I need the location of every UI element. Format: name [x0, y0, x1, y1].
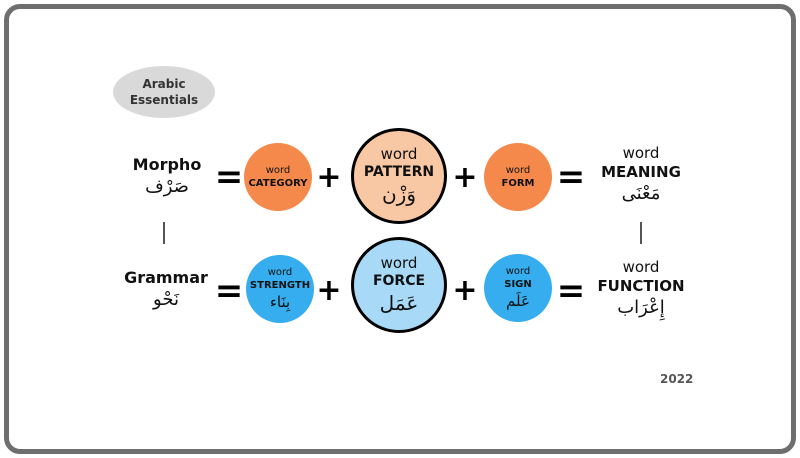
result-arabic: مَعْنَى — [621, 183, 661, 204]
circle-word: word — [267, 266, 293, 278]
title-badge: Arabic Essentials — [113, 66, 215, 118]
circle-force: word FORCE عَمَل — [351, 237, 447, 333]
result-arabic: إِعْرَاب — [617, 297, 665, 318]
circle-key: SIGN — [504, 278, 532, 290]
row-label-text: Morpho — [132, 155, 202, 174]
circle-key: FORM — [501, 177, 535, 189]
year-label: 2022 — [660, 372, 694, 386]
circle-arabic: عَلَم — [506, 291, 530, 310]
circle-key: FORCE — [372, 273, 426, 289]
circle-word: word — [380, 145, 418, 163]
circle-strength: word STRENGTH بِنَاء — [246, 255, 314, 323]
circle-sign: word SIGN عَلَم — [484, 254, 552, 322]
result-function: word FUNCTION إِعْرَاب — [586, 258, 696, 320]
card-frame — [4, 4, 796, 454]
plus-sign: + — [452, 160, 478, 195]
result-word: word — [622, 258, 660, 276]
circle-key: PATTERN — [363, 164, 435, 180]
plus-sign: + — [316, 160, 342, 195]
row-label-arabic: صَرْف — [145, 176, 189, 197]
result-meaning: word MEANING مَعْنَى — [586, 144, 696, 206]
divider-right — [640, 222, 642, 244]
circle-arabic: بِنَاء — [269, 292, 291, 311]
row-label-arabic: نَحْو — [153, 289, 179, 310]
result-word: word — [622, 144, 660, 162]
row-label-text: Grammar — [124, 268, 208, 287]
badge-line-2: Essentials — [129, 93, 199, 107]
equals-sign: = — [214, 157, 244, 197]
equals-sign: = — [556, 157, 586, 197]
divider-left — [163, 222, 165, 244]
circle-word: word — [380, 254, 418, 272]
circle-category: word CATEGORY — [244, 143, 312, 211]
circle-arabic: وَزْن — [381, 182, 416, 206]
badge-line-1: Arabic — [142, 77, 186, 91]
circle-arabic: عَمَل — [379, 291, 419, 315]
result-key: MEANING — [601, 163, 681, 181]
circle-word: word — [505, 265, 531, 277]
circle-pattern: word PATTERN وَزْن — [351, 128, 447, 224]
equals-sign: = — [214, 271, 244, 311]
result-key: FUNCTION — [597, 277, 685, 295]
circle-form: word FORM — [484, 143, 552, 211]
circle-key: STRENGTH — [249, 279, 311, 291]
equals-sign: = — [556, 271, 586, 311]
circle-word: word — [505, 164, 531, 176]
row-label-grammar: Grammar نَحْو — [120, 268, 212, 312]
circle-word: word — [265, 164, 291, 176]
plus-sign: + — [452, 273, 478, 308]
circle-key: CATEGORY — [248, 177, 308, 189]
row-label-morpho: Morpho صَرْف — [122, 155, 212, 199]
plus-sign: + — [316, 273, 342, 308]
